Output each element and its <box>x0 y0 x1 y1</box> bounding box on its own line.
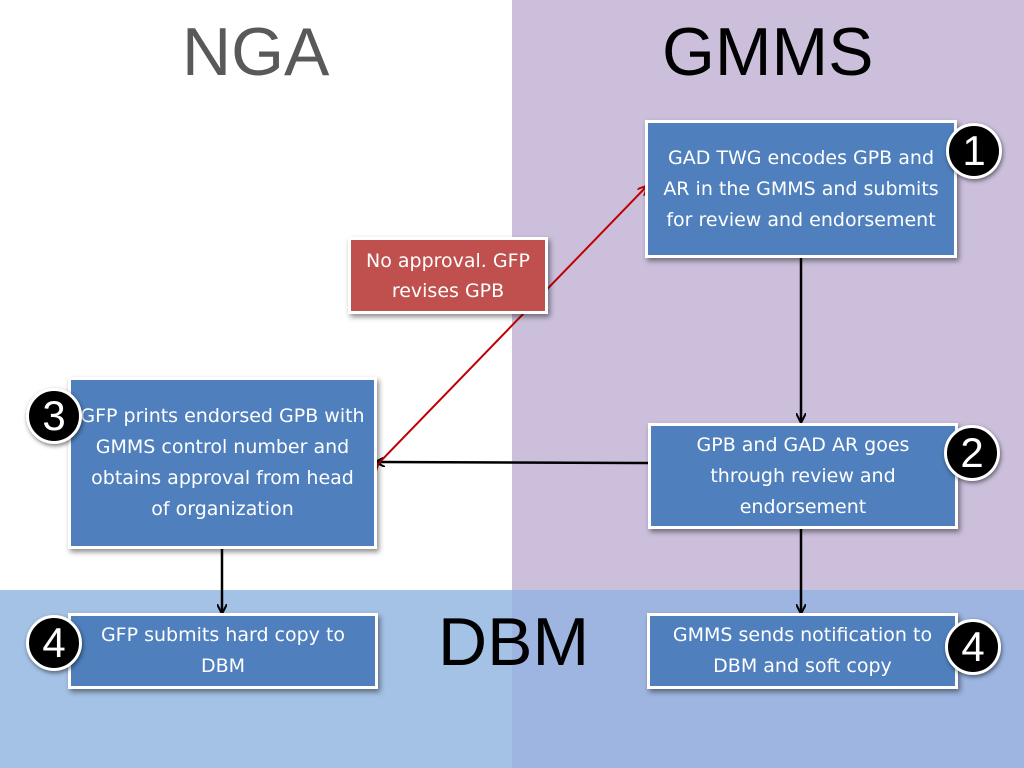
gmms-header: GMMS <box>662 14 874 90</box>
no-approval-box: No approval. GFP revises GPB <box>348 237 548 314</box>
step3-text: GFP prints endorsed GPB with GMMS contro… <box>80 405 365 520</box>
step4-right-text: GMMS sends notification to DBM and soft … <box>672 624 933 677</box>
arrow-step2-to-step3 <box>377 462 649 463</box>
arrow-no-approval-to-step1 <box>377 187 646 465</box>
step1-number-badge: 1 <box>946 123 1002 179</box>
step4-right-number-badge: 4 <box>945 619 1001 675</box>
step2-text: GPB and GAD AR goes through review and e… <box>696 433 910 518</box>
step1-gmms-encode-box: GAD TWG encodes GPB and AR in the GMMS a… <box>645 120 957 258</box>
step1-text: GAD TWG encodes GPB and AR in the GMMS a… <box>663 146 939 231</box>
step2-number-badge: 2 <box>944 425 1000 481</box>
step3-number-badge: 3 <box>26 388 82 444</box>
step4-notify-dbm-box: GMMS sends notification to DBM and soft … <box>647 613 958 689</box>
step2-review-box: GPB and GAD AR goes through review and e… <box>648 423 958 529</box>
step4-left-number-badge: 4 <box>26 615 82 671</box>
step4-submit-hard-copy-box: GFP submits hard copy to DBM <box>68 613 378 689</box>
dbm-header: DBM <box>438 604 590 680</box>
nga-header: NGA <box>182 14 330 90</box>
step3-print-approve-box: GFP prints endorsed GPB with GMMS contro… <box>68 377 377 549</box>
no-approval-text: No approval. GFP revises GPB <box>365 249 530 302</box>
step4-left-text: GFP submits hard copy to DBM <box>100 624 346 677</box>
